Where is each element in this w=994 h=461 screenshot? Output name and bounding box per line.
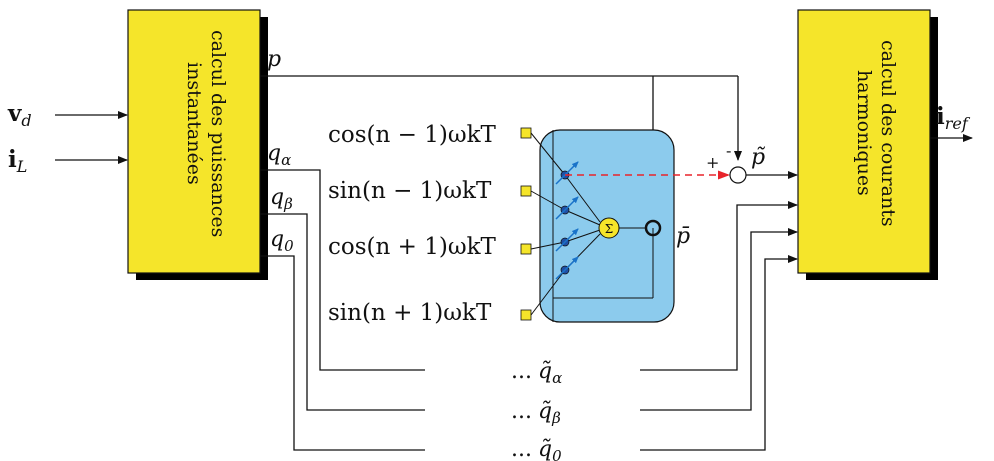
i-ref-label: iref <box>936 103 971 133</box>
weight-adapt-arrow-3 <box>555 228 579 252</box>
terminal-1 <box>520 127 532 139</box>
q-alpha-tilde-wire <box>640 201 798 371</box>
weight-line-3 <box>564 229 601 243</box>
power-calculation-block <box>127 9 261 274</box>
q-beta-tilde-wire <box>640 228 798 411</box>
right-block-label-2: harmoniques <box>853 70 875 196</box>
neural-input-3: cos(n + 1)ωkT <box>328 234 497 260</box>
terminal-2 <box>520 185 532 197</box>
weight-line-1 <box>564 174 601 223</box>
left-block-label-1: calcul des puissances <box>207 30 229 237</box>
summer-plus: + <box>706 153 719 172</box>
input-vd-label: vd <box>7 100 32 130</box>
summer-minus: - <box>726 141 731 160</box>
link-1 <box>530 132 566 176</box>
weight-adapt-arrow-2 <box>555 196 579 220</box>
p-bar-label: p̄ <box>676 224 690 249</box>
left-block-label-2: instantanées <box>183 62 205 185</box>
q-zero-tilde-label: ...q̃0 <box>511 437 562 461</box>
q-zero-tilde-wire <box>640 255 798 451</box>
error-comparator <box>644 219 662 237</box>
p-label: p <box>267 47 281 72</box>
weight-adapt-arrow-1 <box>555 161 579 185</box>
harmonic-current-block <box>797 9 931 274</box>
q-beta-wire <box>260 213 425 411</box>
q-alpha-wire <box>260 169 425 371</box>
input-il-label: iL <box>8 146 27 176</box>
q-alpha-tilde-label: ...q̃α <box>511 359 562 387</box>
link-4 <box>530 269 566 316</box>
link-2 <box>530 190 566 211</box>
q-alpha-label: qα <box>267 141 291 169</box>
p-tilde-label: p̃ <box>751 145 766 170</box>
q-zero-wire <box>260 255 425 451</box>
weight-line-2 <box>564 209 601 226</box>
terminal-3 <box>520 243 532 255</box>
q-zero-label: q0 <box>270 227 294 255</box>
q-beta-tilde-label: ...q̃β <box>511 399 561 427</box>
weight-adapt-arrow-4 <box>555 256 579 280</box>
neural-input-4: sin(n + 1)ωkT <box>328 300 492 326</box>
sum-symbol: Σ <box>605 222 613 236</box>
terminal-4 <box>520 309 532 321</box>
link-3 <box>530 241 566 250</box>
neural-input-2: sin(n − 1)ωkT <box>328 178 492 204</box>
neural-input-1: cos(n − 1)ωkT <box>328 122 497 148</box>
q-beta-label: qβ <box>270 185 293 213</box>
subtractor-node <box>729 166 747 184</box>
right-block-label-1: calcul des courants <box>877 40 899 227</box>
